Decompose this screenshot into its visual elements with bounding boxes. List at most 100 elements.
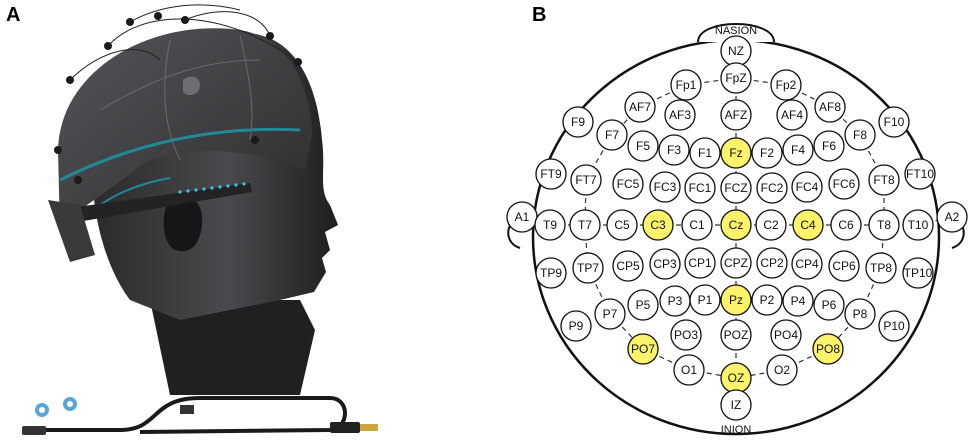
electrode-label: IZ xyxy=(731,398,742,412)
connection-line xyxy=(584,224,589,269)
electrode-circle xyxy=(770,319,802,351)
electrode-iz: IZ xyxy=(720,389,752,421)
electrode-fp2: Fp2 xyxy=(770,69,802,101)
electrode-circle xyxy=(624,91,656,123)
electrode-label: FpZ xyxy=(725,71,746,85)
electrode-circle xyxy=(720,99,752,131)
electrode-circle xyxy=(627,130,659,162)
electrode-label: P10 xyxy=(883,319,905,333)
electrode-po8: PO8 xyxy=(812,333,844,365)
eeg-cap xyxy=(48,4,312,262)
electrode-label: F10 xyxy=(884,115,905,129)
electrode-circle xyxy=(813,289,845,321)
electrode-f3: F3 xyxy=(658,134,690,166)
connection-line xyxy=(829,106,861,136)
electrode-label: FCZ xyxy=(724,181,747,195)
electrode-circle xyxy=(627,289,659,321)
electrode-label: C1 xyxy=(689,218,705,232)
electrode-circle xyxy=(844,119,876,151)
electrode-circle xyxy=(535,158,567,190)
electrode-label: CP2 xyxy=(760,256,784,270)
electrode-circle xyxy=(865,252,897,284)
electrode-label: FT10 xyxy=(906,167,934,181)
electrode-circle xyxy=(868,164,900,196)
electrode-circle xyxy=(720,172,752,204)
electrode-fpz: FpZ xyxy=(720,62,752,94)
electrode-circle xyxy=(720,137,752,169)
electrode-circle xyxy=(642,209,674,241)
electrode-label: OZ xyxy=(728,371,745,385)
electrode-oz: OZ xyxy=(720,362,752,394)
electrode-circle xyxy=(878,106,910,138)
electrode-c6: C6 xyxy=(830,209,862,241)
electrode-circle xyxy=(756,172,788,204)
electrode-t10: T10 xyxy=(902,209,934,241)
electrode-fc1: FC1 xyxy=(684,172,716,204)
electrode-o2: O2 xyxy=(766,354,798,386)
electrode-circle xyxy=(812,333,844,365)
electrode-circle xyxy=(902,209,934,241)
electrode-f9: F9 xyxy=(562,106,594,138)
electrode-fc6: FC6 xyxy=(828,168,860,200)
electrode-label: F6 xyxy=(822,139,836,153)
electrode-afz: AFZ xyxy=(720,99,752,131)
electrode-label: F8 xyxy=(853,128,867,142)
electrode-circle xyxy=(844,298,876,330)
electrode-c3: C3 xyxy=(642,209,674,241)
electrode-label: F1 xyxy=(698,146,712,160)
electrode-label: CP3 xyxy=(653,257,677,271)
electrode-circle xyxy=(782,134,814,166)
electrode-label: Fp1 xyxy=(676,78,697,92)
electrode-label: C4 xyxy=(800,218,816,232)
electrode-label: FC2 xyxy=(761,181,784,195)
electrode-circle xyxy=(902,257,934,289)
electrode-p5: P5 xyxy=(627,289,659,321)
electrode-label: C5 xyxy=(614,218,630,232)
electrode-label: P5 xyxy=(636,298,651,312)
electrode-circle xyxy=(830,209,862,241)
electrode-circle xyxy=(673,354,705,386)
sensor-discs xyxy=(35,397,77,417)
electrode-circle xyxy=(878,310,910,342)
electrode-pz: Pz xyxy=(720,284,752,316)
electrode-poz: POZ xyxy=(720,319,752,351)
electrode-label: P9 xyxy=(569,319,584,333)
electrode-circle xyxy=(670,69,702,101)
electrode-c2: C2 xyxy=(755,209,787,241)
electrode-p10: P10 xyxy=(878,310,910,342)
electrode-circle xyxy=(562,106,594,138)
electrode-fc3: FC3 xyxy=(649,171,681,203)
electrode-circle xyxy=(612,168,644,200)
electrode-circle xyxy=(936,201,968,233)
connection-line xyxy=(880,224,885,269)
electrode-f8: F8 xyxy=(844,119,876,151)
electrode-f2: F2 xyxy=(751,137,783,169)
electrode-label: TP9 xyxy=(540,266,562,280)
electrode-ft7: FT7 xyxy=(570,164,602,196)
electrode-circle xyxy=(720,209,752,241)
electrode-label: F2 xyxy=(760,146,774,160)
electrode-af7: AF7 xyxy=(624,91,656,123)
electrode-p2: P2 xyxy=(751,284,783,316)
electrode-label: C3 xyxy=(650,218,666,232)
electrode-circle xyxy=(720,284,752,316)
electrode-circle xyxy=(560,310,592,342)
electrode-circle xyxy=(649,248,681,280)
electrode-circle xyxy=(612,250,644,282)
electrode-label: F9 xyxy=(571,115,585,129)
electrode-f7: F7 xyxy=(596,119,628,151)
electrode-p4: P4 xyxy=(782,285,814,317)
electrode-circle xyxy=(791,248,823,280)
electrode-label: TP10 xyxy=(904,266,933,280)
electrode-f1: F1 xyxy=(689,137,721,169)
electrode-label: P1 xyxy=(698,293,713,307)
electrode-circle xyxy=(756,247,788,279)
electrode-fc2: FC2 xyxy=(756,172,788,204)
electrode-label: A2 xyxy=(945,210,960,224)
electrode-af3: AF3 xyxy=(664,99,696,131)
electrode-label: PO7 xyxy=(631,342,655,356)
electrode-label: POZ xyxy=(724,328,749,342)
electrode-circle xyxy=(782,285,814,317)
electrode-circle xyxy=(570,164,602,196)
electrode-circle xyxy=(828,168,860,200)
